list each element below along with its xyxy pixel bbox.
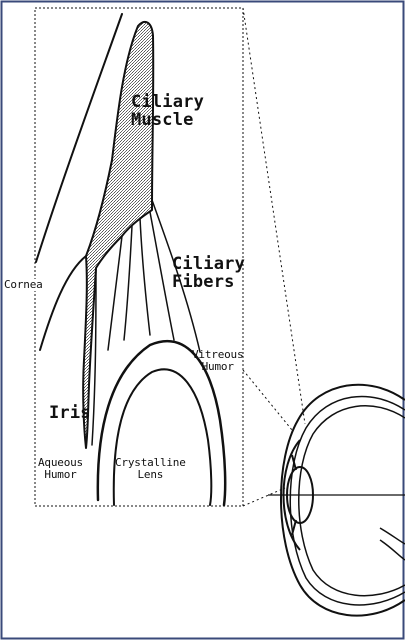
eye-inner-line xyxy=(299,406,405,596)
eye-middle-line xyxy=(290,396,405,605)
label-iris: Iris xyxy=(49,405,91,423)
label-vitreous-humor: Vitreous Humor xyxy=(192,349,243,372)
eye-outer-line xyxy=(281,385,405,616)
label-cornea: Cornea xyxy=(4,279,43,291)
optic-nerve-lines xyxy=(380,528,405,560)
label-ciliary-fibers: Ciliary Fibers xyxy=(172,256,245,292)
label-aqueous-humor: Aqueous Humor xyxy=(38,457,83,480)
eye-diagram xyxy=(268,385,405,616)
label-crystalline-lens: Crystalline Lens xyxy=(115,457,186,480)
label-ciliary-muscle: Ciliary Muscle xyxy=(131,94,204,130)
cornea-inner-line xyxy=(40,256,86,350)
lens-inner-line xyxy=(114,369,212,505)
eye-iris-bottom xyxy=(292,520,296,535)
zoom-connector-lines xyxy=(243,8,305,506)
